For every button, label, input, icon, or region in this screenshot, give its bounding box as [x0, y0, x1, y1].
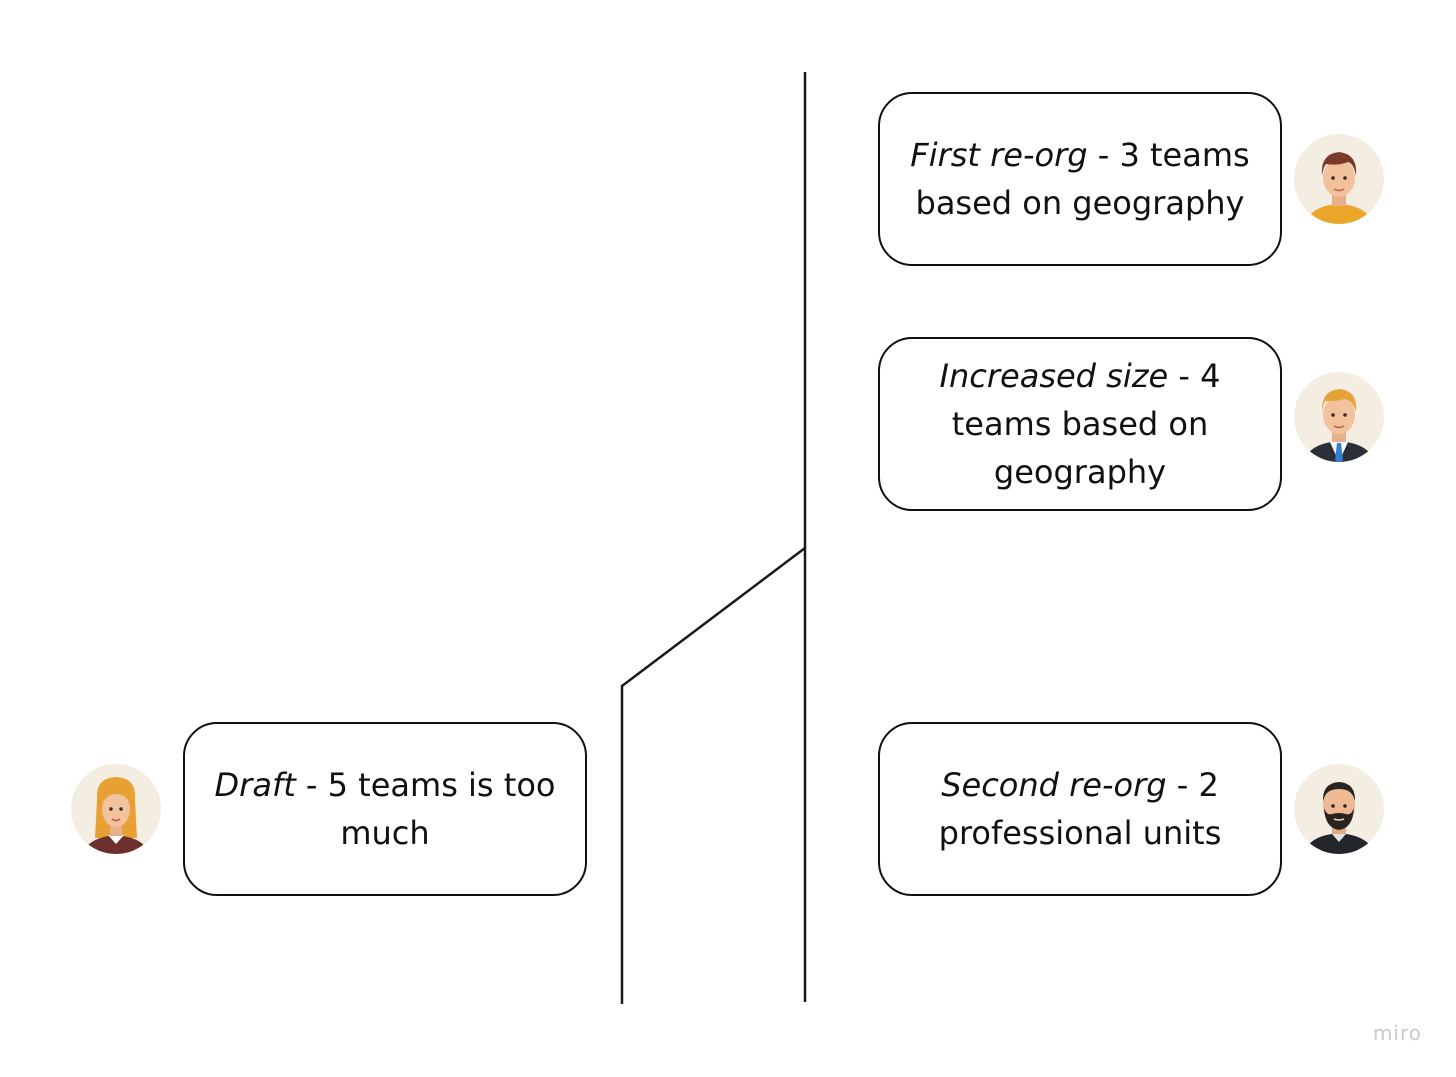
branch-line	[620, 547, 806, 1004]
woman-avatar	[71, 764, 161, 854]
card-text: First re-org - 3 teams based on geograph…	[910, 136, 1250, 222]
card-draft[interactable]: Draft - 5 teams is too much	[183, 722, 587, 896]
card-first-reorg[interactable]: First re-org - 3 teams based on geograph…	[878, 92, 1282, 266]
man-suit-avatar	[1294, 372, 1384, 462]
card-text: Increased size - 4 teams based on geogra…	[939, 357, 1221, 491]
man-beard-avatar	[1294, 764, 1384, 854]
card-increased-size[interactable]: Increased size - 4 teams based on geogra…	[878, 337, 1282, 511]
man-orange-shirt-avatar	[1294, 134, 1384, 224]
card-text: Second re-org - 2 professional units	[938, 766, 1222, 852]
miro-watermark: miro	[1372, 1021, 1422, 1045]
card-text: Draft - 5 teams is too much	[214, 766, 556, 852]
card-second-reorg[interactable]: Second re-org - 2 professional units	[878, 722, 1282, 896]
